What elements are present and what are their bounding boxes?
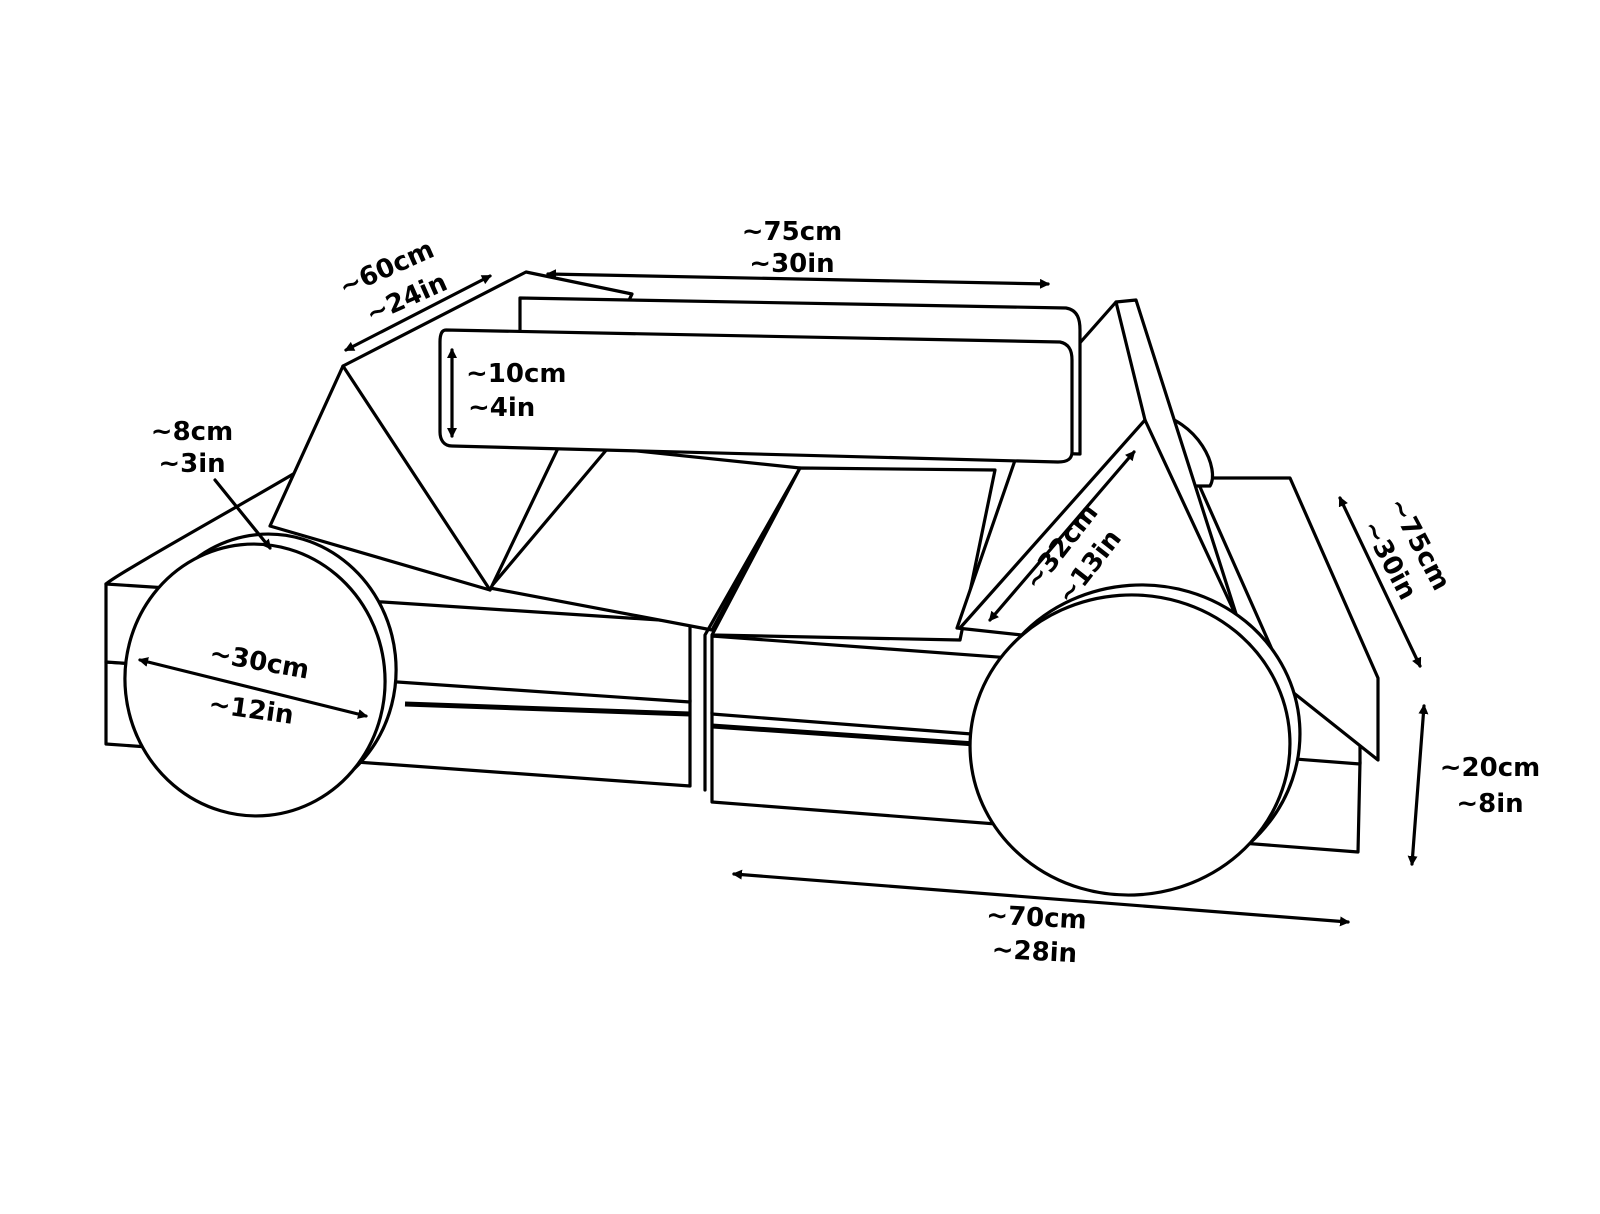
wheel-thickness-arrow [213,478,272,550]
top-length-arrow [546,269,1050,289]
back-seat-cushion-right [710,466,997,642]
left-base-top-face [104,468,302,586]
triangle-side-arrow [988,450,1136,622]
base-length-arrow [732,869,1350,927]
base-length-cm: ~70cm [985,900,1087,935]
wheel-diameter-arrow [138,657,368,719]
arm-length-arrow [344,274,492,352]
cushion-height-in: ~4in [468,393,535,423]
base-height-cm: ~20cm [1440,753,1540,783]
base-height-in: ~8in [1456,789,1523,819]
sofa-drawing [104,270,1380,897]
right-base-seam [711,723,991,748]
seat-divider [703,466,802,792]
side-depth-arrow [1338,496,1422,668]
wheel-thickness-cm: ~8cm [151,417,233,447]
base-length-in: ~28in [991,935,1078,969]
cushion-height-cm: ~10cm [466,359,566,389]
top-length-cm: ~75cm [742,217,842,247]
wheel-thickness-in: ~3in [158,449,225,479]
base-height-arrow [1407,704,1429,866]
left-triangle-edge [341,364,492,592]
dimension-arrows [138,269,1429,927]
top-length-in: ~30in [749,249,834,279]
left-base-seam [404,701,691,717]
